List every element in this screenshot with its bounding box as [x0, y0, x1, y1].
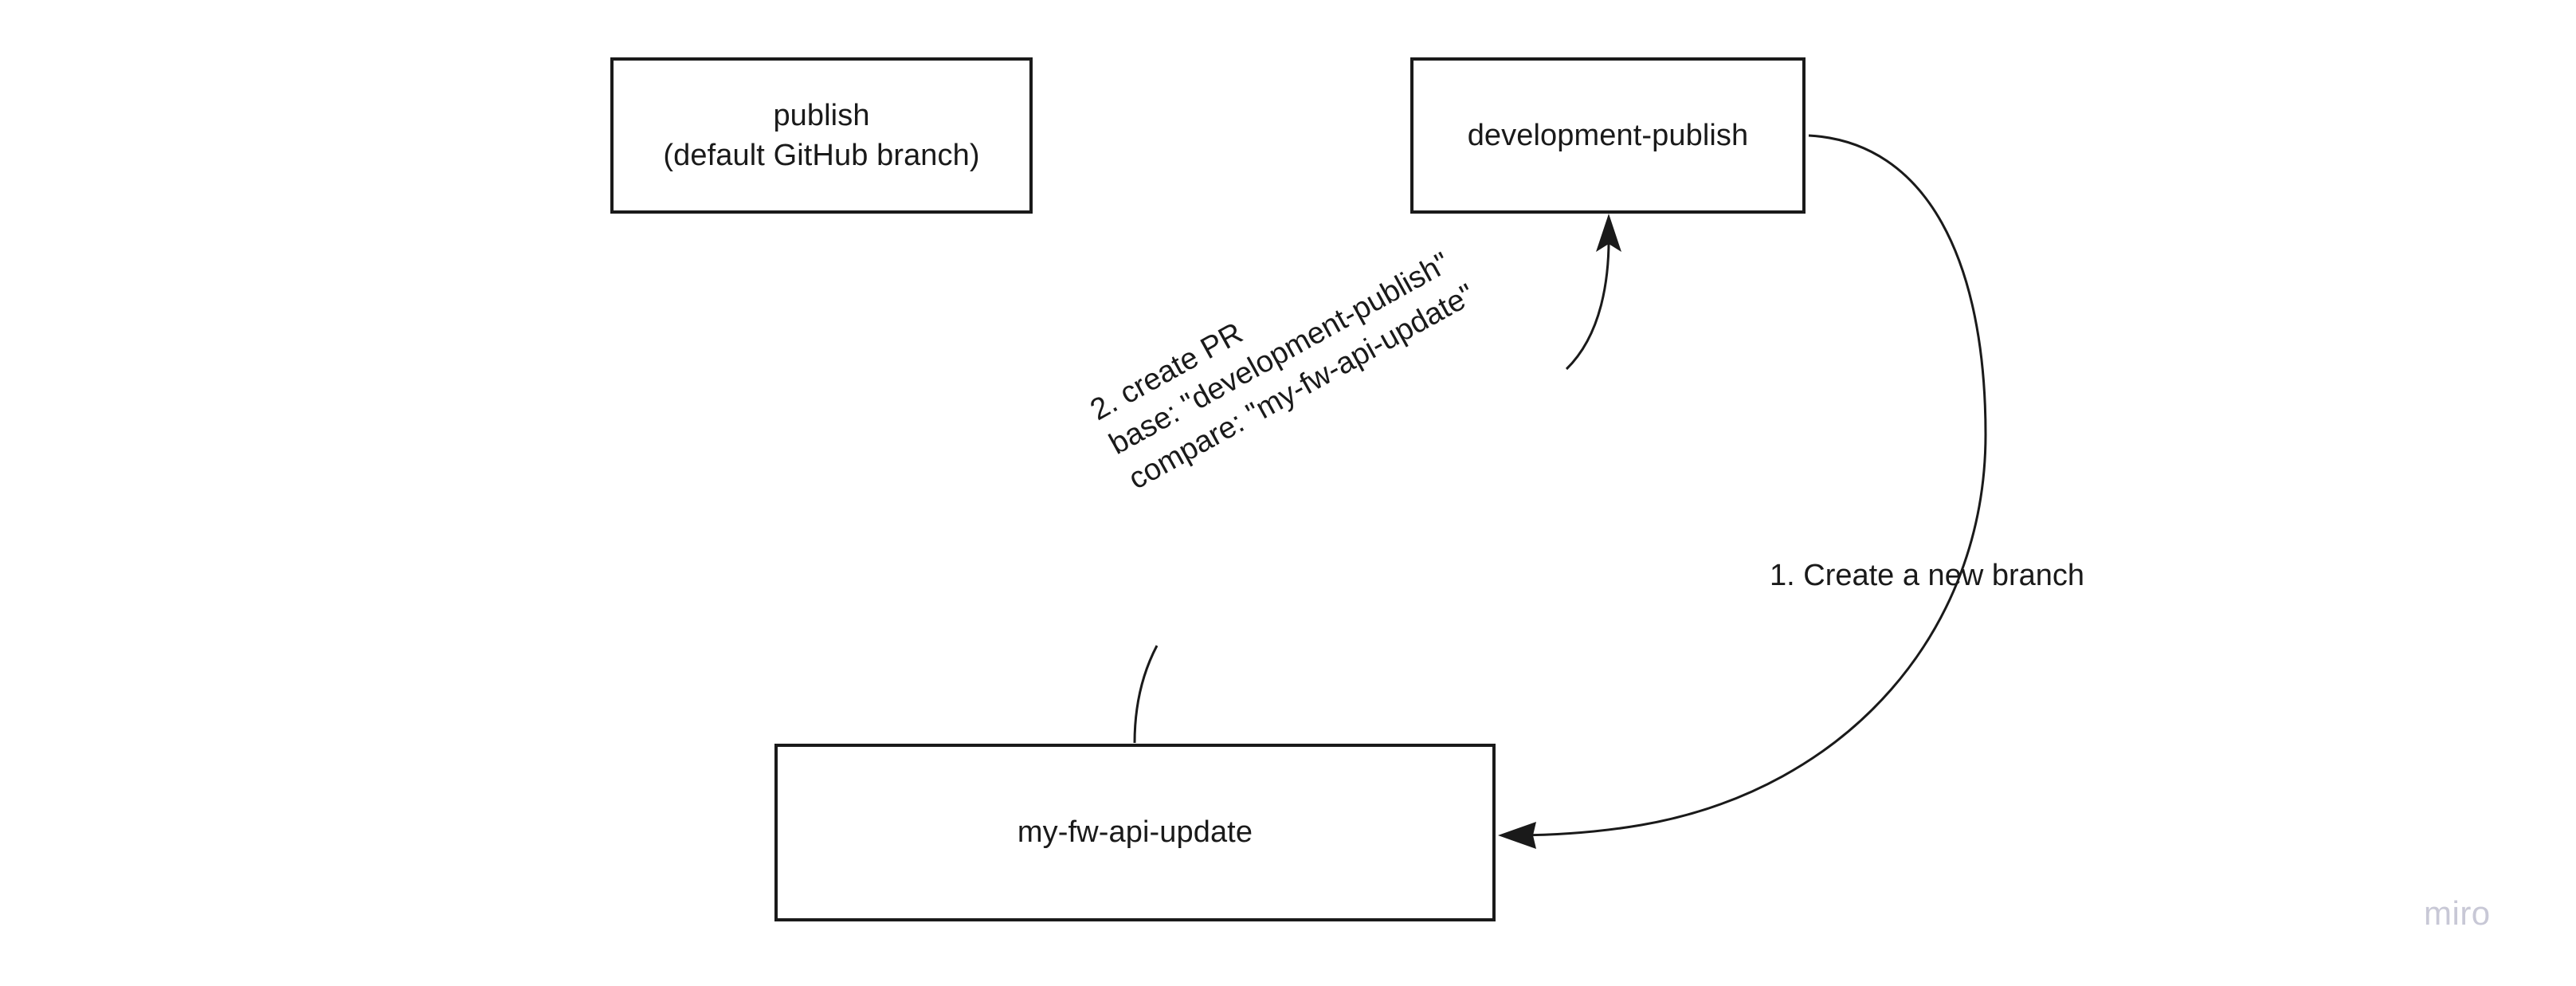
miro-watermark: miro — [2424, 894, 2491, 932]
node-development-publish-label: development-publish — [1467, 118, 1749, 152]
edge-create-branch-path — [1511, 134, 1987, 837]
node-my-fw-api-update[interactable]: my-fw-api-update — [774, 744, 1496, 921]
node-publish[interactable]: publish (default GitHub branch) — [610, 57, 1033, 214]
edge-create-pr-path-upper — [1565, 232, 1610, 371]
edge-create-pr-arrowhead — [1596, 214, 1621, 252]
edge-label-create-branch: 1. Create a new branch — [1770, 559, 2085, 592]
edge-create-branch[interactable] — [1498, 134, 1987, 849]
edge-create-pr[interactable] — [1133, 214, 1621, 744]
edge-create-pr-path-lower — [1133, 645, 1159, 744]
node-development-publish[interactable]: development-publish — [1410, 57, 1806, 214]
edge-create-branch-arrowhead — [1498, 822, 1536, 849]
node-my-fw-api-update-label: my-fw-api-update — [1017, 815, 1253, 850]
node-publish-label: publish (default GitHub branch) — [663, 98, 980, 172]
